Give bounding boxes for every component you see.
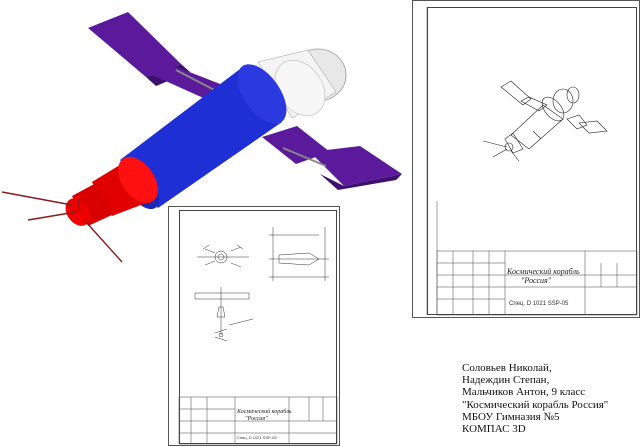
drawing-sheet-right: Космический корабль "Россия" Спец. D 102… <box>412 0 640 318</box>
antennas <box>1 191 123 263</box>
red-nose <box>65 156 158 226</box>
stamp-code: Спец. D 1021 SSP-05 <box>509 301 569 307</box>
caption-line: "Космический корабль Россия" <box>462 398 609 411</box>
caption-line: КОМПАС 3D <box>462 423 526 436</box>
sheet-frame <box>179 210 337 444</box>
caption-line: Мальчиков Антон, 9 класс <box>462 386 586 399</box>
drawing-sheet-left: Космический корабль "Россия" Спец. D 102… <box>168 206 340 446</box>
sheet-frame <box>427 7 637 315</box>
upper-solar-panel <box>88 12 233 101</box>
stamp-title: Космический корабль "Россия" <box>237 409 292 422</box>
lower-solar-panel <box>262 126 402 190</box>
projection-drawings <box>178 227 338 445</box>
caption-line: МБОУ Гимназия №5 <box>462 410 560 423</box>
isometric-drawing <box>426 7 638 316</box>
caption-line: Надеждин Степан, <box>462 374 550 387</box>
stamp-title: Космический корабль "Россия" <box>507 267 580 285</box>
authors-caption: Соловьев Николай, Надеждин Степан, Мальч… <box>462 362 640 435</box>
spacecraft-3d-model <box>1 12 402 263</box>
stamp-code: Спец. D 1021 SSP-05 <box>237 435 277 440</box>
caption-line: Соловьев Николай, <box>462 362 552 374</box>
